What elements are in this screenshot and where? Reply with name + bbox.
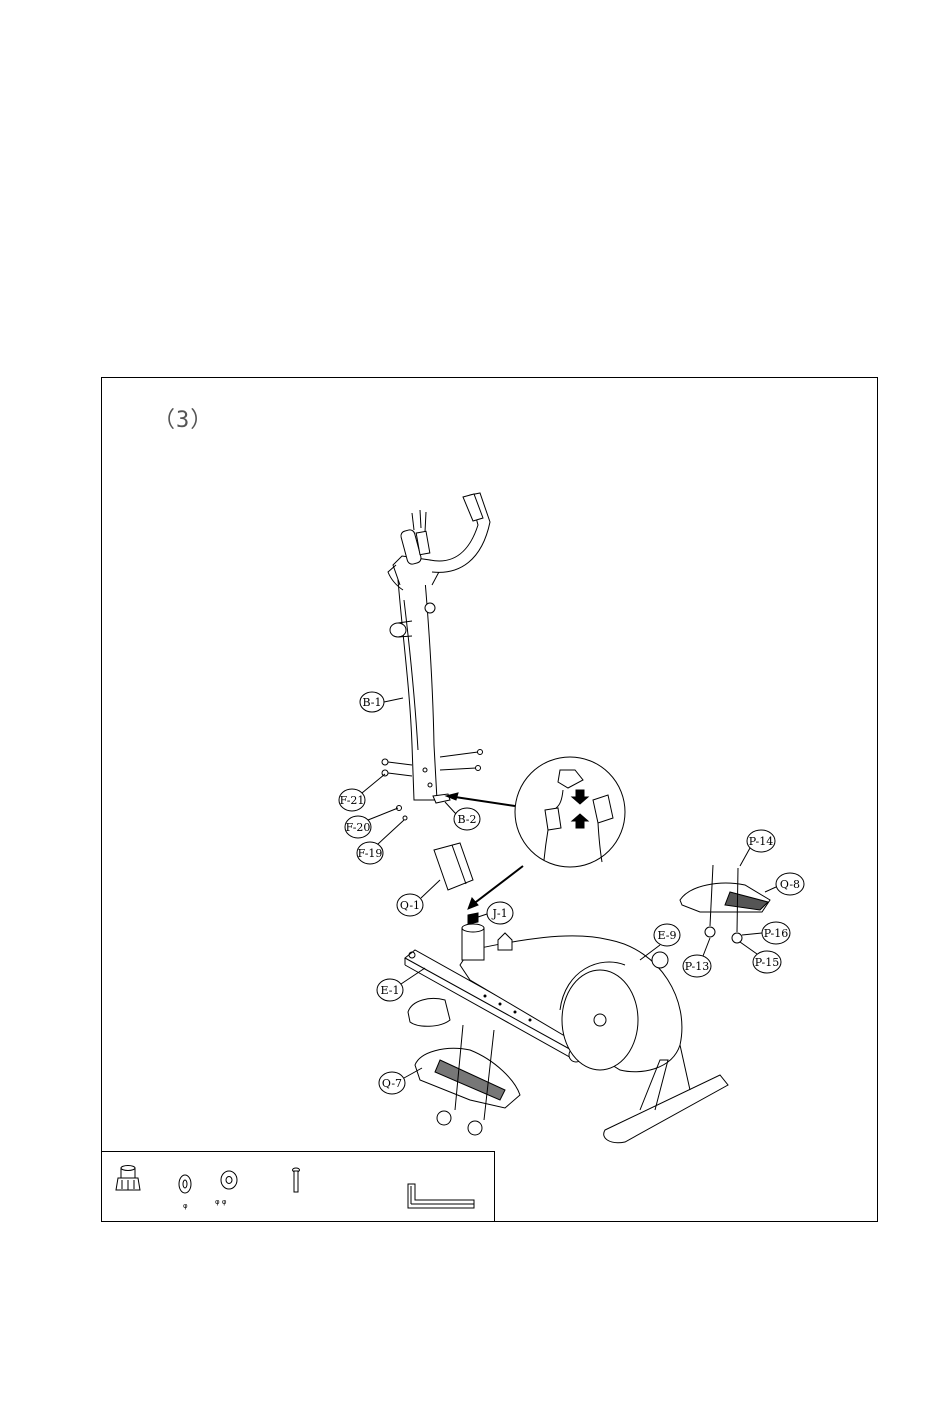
callout-B-2: B-2 [445, 802, 480, 830]
svg-text:P-15: P-15 [755, 956, 780, 969]
knob-nut-icon [116, 1166, 140, 1191]
svg-text:P-13: P-13 [685, 960, 710, 973]
callout-P-14: P-14 [740, 830, 775, 866]
callout-J-1: J-1 [478, 902, 513, 924]
hardware-icons: φ φ φ [116, 1166, 474, 1211]
callout-Q-1: Q-1 [397, 880, 440, 916]
svg-text:E-1: E-1 [381, 984, 400, 997]
callout-E-1: E-1 [377, 968, 425, 1001]
svg-text:Q-1: Q-1 [400, 899, 420, 912]
elliptical-base [405, 913, 728, 1143]
upright-post [388, 493, 490, 800]
callout-P-16: P-16 [742, 922, 790, 944]
callout-Q-8: Q-8 [765, 873, 804, 895]
callout-F-21: F-21 [339, 774, 385, 811]
spring-washer-icon: φ [179, 1175, 191, 1210]
svg-text:J-1: J-1 [491, 907, 507, 920]
callout-Q-7: Q-7 [379, 1068, 422, 1094]
svg-text:P-16: P-16 [764, 927, 789, 940]
connector-detail [515, 757, 625, 867]
svg-text:P-14: P-14 [749, 835, 774, 848]
svg-text:Q-7: Q-7 [382, 1077, 402, 1090]
q7-pedal [415, 1025, 520, 1135]
q8-pedal [680, 865, 770, 943]
flat-washer-icon: φ φ [215, 1171, 237, 1206]
callout-P-13: P-13 [683, 938, 711, 977]
svg-text:Q-8: Q-8 [780, 878, 800, 891]
svg-text:F-20: F-20 [346, 821, 371, 834]
svg-text:E-9: E-9 [658, 929, 677, 942]
svg-text:F-21: F-21 [340, 794, 365, 807]
callout-P-15: P-15 [740, 942, 781, 973]
callout-B-1: B-1 [360, 692, 403, 712]
svg-text:φ: φ [183, 1202, 188, 1210]
allen-wrench-icon [408, 1184, 474, 1208]
svg-text:B-1: B-1 [362, 696, 381, 709]
svg-text:B-2: B-2 [457, 813, 476, 826]
svg-text:F-19: F-19 [358, 847, 383, 860]
screw-icon [293, 1168, 300, 1192]
svg-text:φ φ: φ φ [215, 1198, 227, 1206]
